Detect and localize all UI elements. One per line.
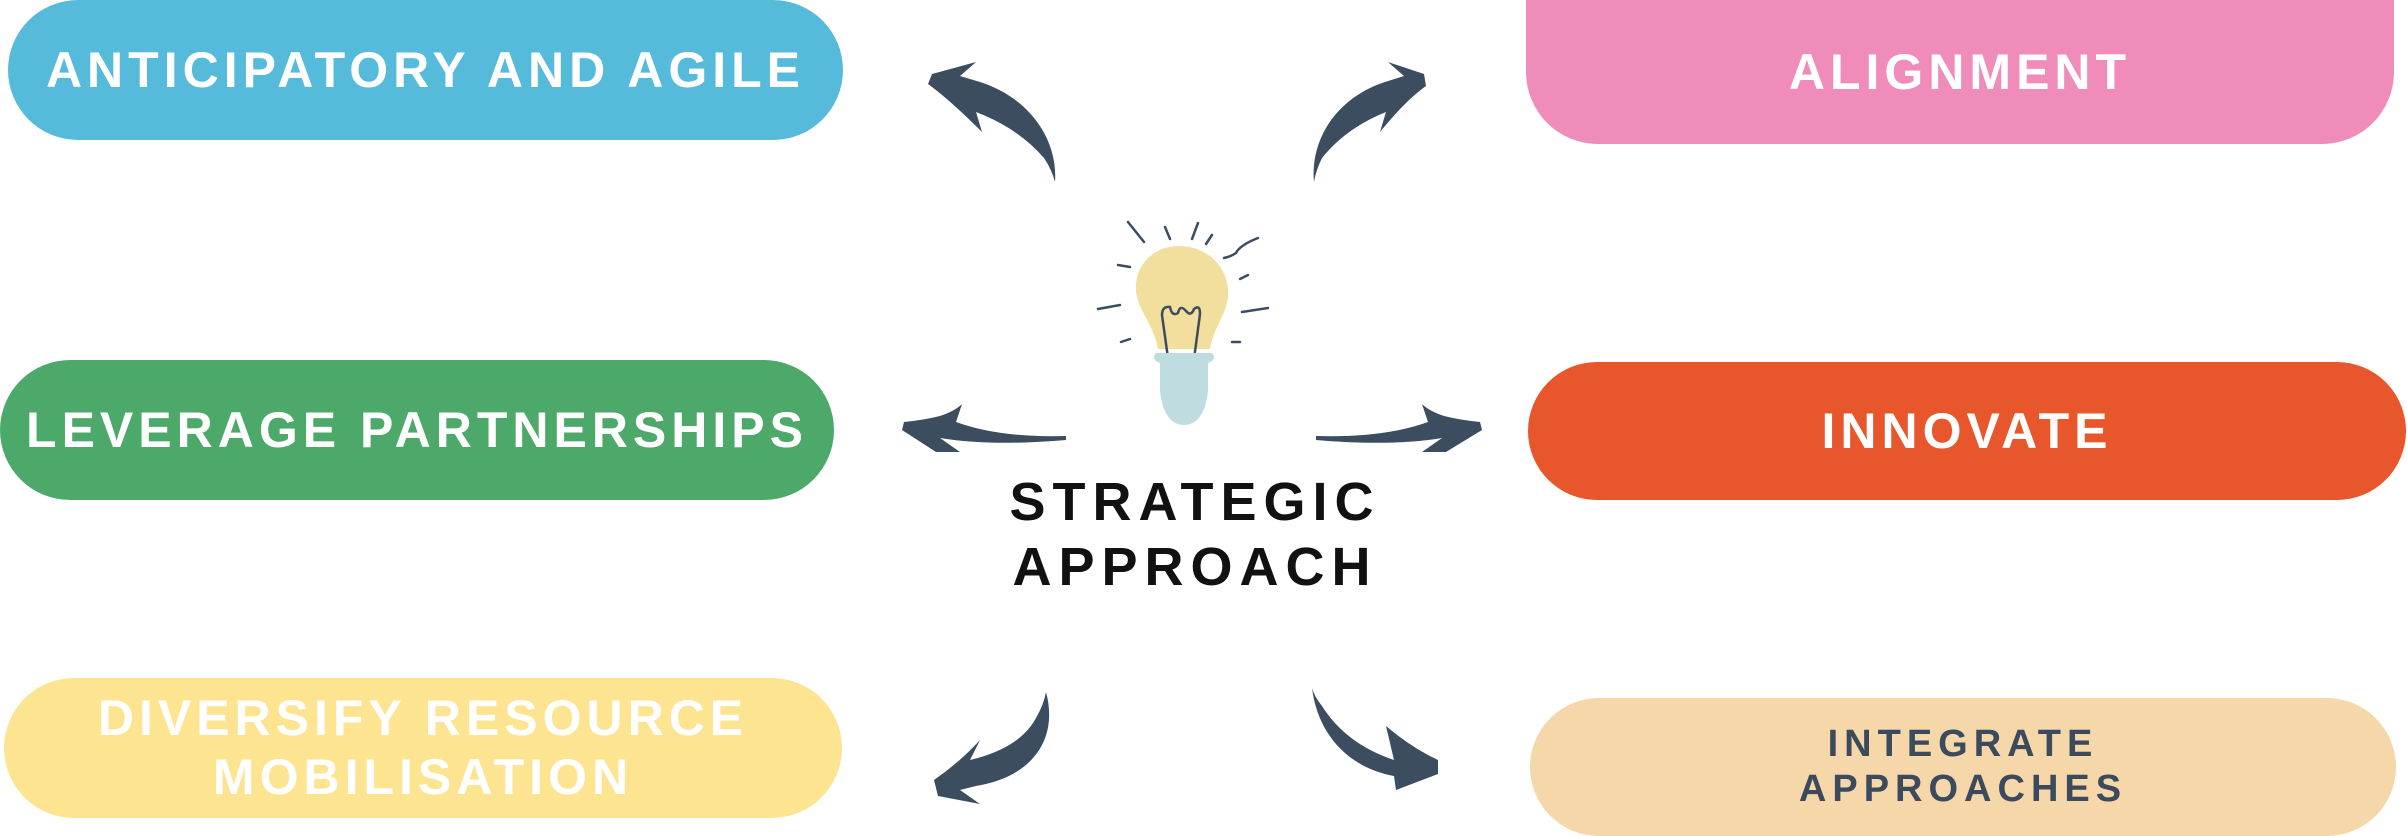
pill-diversify-resource-mobilisation: DIVERSIFY RESOURCE MOBILISATION	[4, 678, 842, 818]
light-rays	[1096, 220, 1270, 344]
bulb-glass	[1135, 246, 1229, 349]
bulb-base	[1154, 353, 1214, 425]
center-title: STRATEGIC APPROACH	[1009, 472, 1381, 597]
curved-arrow-icon-bottom-left	[934, 692, 1050, 804]
curved-arrow-icon-mid-right	[1316, 404, 1482, 452]
lightbulb-icon	[1096, 220, 1270, 425]
pill-integrate-approaches: INTEGRATE APPROACHES	[1530, 698, 2396, 836]
curved-arrow-icon-mid-left	[902, 404, 1066, 452]
pill-label: INNOVATE	[1821, 402, 2113, 459]
pill-innovate: INNOVATE	[1528, 362, 2406, 500]
pill-leverage-partnerships: LEVERAGE PARTNERSHIPS	[0, 360, 834, 500]
curved-arrow-icon-bottom-right	[1312, 688, 1438, 790]
pill-label: INTEGRATE APPROACHES	[1798, 723, 2128, 810]
curved-arrow-icon-top-left	[928, 62, 1056, 182]
pill-anticipatory-and-agile: ANTICIPATORY AND AGILE	[8, 0, 843, 140]
pill-label: ANTICIPATORY AND AGILE	[45, 41, 806, 98]
pill-label: ALIGNMENT	[1788, 43, 2132, 100]
pill-alignment: ALIGNMENT	[1526, 0, 2394, 144]
curved-arrow-icon-top-right	[1313, 62, 1426, 182]
pill-label: DIVERSIFY RESOURCE MOBILISATION	[97, 690, 749, 805]
filament	[1160, 305, 1202, 361]
pill-label: LEVERAGE PARTNERSHIPS	[26, 401, 808, 458]
